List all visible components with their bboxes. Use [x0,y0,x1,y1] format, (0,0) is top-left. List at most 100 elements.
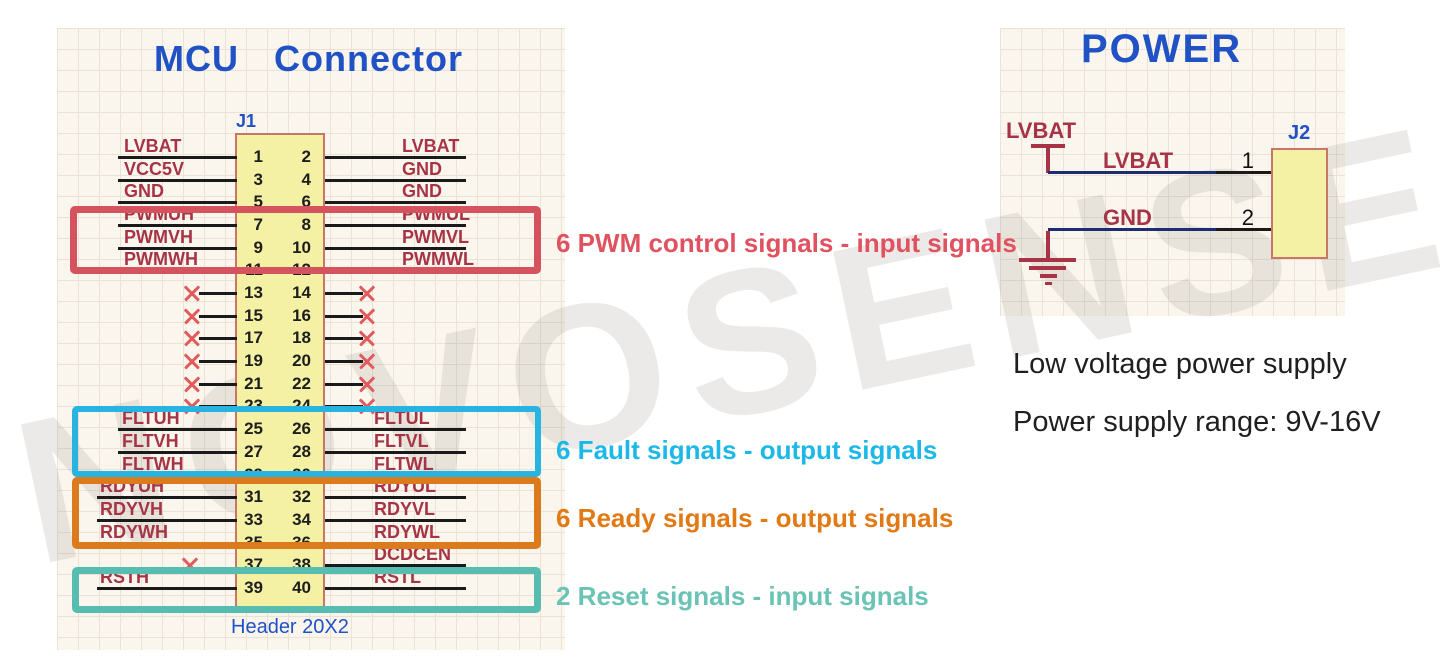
wire-left-pin-27 [118,451,237,454]
wire-left-pin-3 [118,179,237,182]
wire-right-pin-4 [325,179,466,182]
j2-refdes: J2 [1288,122,1311,144]
wire-left-pin-25 [118,428,237,431]
net-label-fltuh: FLTUH [122,408,180,428]
net-label-lvbat: LVBAT [1103,148,1174,173]
wire-left-pin-5 [118,201,237,204]
net-label-vcc5v: VCC5V [124,159,185,179]
net-label-rdywl: RDYWL [374,522,440,542]
net-label-pwmvh: PWMVH [124,227,193,247]
pin-number-10: 10 [292,238,311,257]
pin-number-40: 40 [292,578,311,597]
lvbat-port-stem [1046,146,1050,173]
pin-number-13: 13 [244,283,263,302]
pin-number-31: 31 [244,487,263,506]
wire-right-pin-38 [325,564,466,567]
pin-number-18: 18 [292,328,311,347]
no-connect-x-icon [358,375,376,393]
net-label-gnd: GND [402,181,442,201]
nc-stub-left-pin-17 [199,337,237,340]
pin-number-16: 16 [292,306,311,325]
net-label-gnd: GND [1103,205,1152,230]
wire-lvbat-pin-stub [1216,171,1272,174]
ground-stem [1046,231,1050,259]
group-annotation-reset: 2 Reset signals - input signals [556,581,929,611]
nc-stub-right-pin-14 [325,292,363,295]
pin-number-1: 1 [253,147,263,166]
wire-left-pin-9 [118,247,237,250]
group-box-fault [72,406,541,477]
no-connect-x-icon [183,307,201,325]
power-note-line2: Power supply range: 9V-16V [1013,406,1381,438]
net-label-rdyvl: RDYVL [374,499,436,519]
net-label-rdywh: RDYWH [100,522,168,542]
pin-number-14: 14 [292,283,311,302]
j2-pin-1-number: 1 [1241,148,1254,173]
net-label-fltvl: FLTVL [374,431,429,451]
pin-number-9: 9 [253,238,263,257]
wire-left-pin-39 [97,587,237,590]
pin-number-4: 4 [301,170,311,189]
wire-right-pin-10 [325,247,466,250]
pin-number-27: 27 [244,442,263,461]
no-connect-x-icon [358,284,376,302]
ground-bar-2 [1029,266,1066,270]
pin-number-6: 6 [301,192,311,211]
no-connect-x-icon [183,375,201,393]
no-connect-x-icon [358,329,376,347]
nc-stub-right-pin-22 [325,383,363,386]
pin-number-32: 32 [292,487,311,506]
no-connect-x-icon [183,352,201,370]
pin-number-39: 39 [244,578,263,597]
nc-stub-right-pin-16 [325,315,363,318]
nc-stub-left-pin-13 [199,292,237,295]
net-label-lvbat: LVBAT [402,136,460,156]
pin-number-5: 5 [253,192,263,211]
wire-lvbat-net [1048,171,1216,174]
group-box-ready [72,477,541,549]
wire-left-pin-1 [118,156,237,159]
net-label-fltwl: FLTWL [374,454,434,474]
pin-number-21: 21 [244,374,263,393]
nc-stub-right-pin-18 [325,337,363,340]
wire-left-pin-7 [118,224,237,227]
net-label-fltvh: FLTVH [122,431,179,451]
pin-number-20: 20 [292,351,311,370]
pin-number-25: 25 [244,419,263,438]
wire-right-pin-40 [325,587,466,590]
net-label-gnd: GND [402,159,442,179]
wire-right-pin-26 [325,428,466,431]
no-connect-x-icon [358,352,376,370]
group-box-reset [72,567,541,613]
pin-number-22: 22 [292,374,311,393]
net-label-lvbat: LVBAT [124,136,182,156]
pin-number-15: 15 [244,306,263,325]
pin-number-28: 28 [292,442,311,461]
wire-right-pin-8 [325,224,466,227]
net-label-pwmwl: PWMWL [402,249,474,269]
net-label-rdyvh: RDYVH [100,499,164,519]
wire-left-pin-31 [97,496,237,499]
pin-number-26: 26 [292,419,311,438]
wire-right-pin-34 [325,519,466,522]
wire-right-pin-32 [325,496,466,499]
pin-number-3: 3 [253,170,263,189]
wire-right-pin-2 [325,156,466,159]
pin-number-8: 8 [301,215,311,234]
nc-stub-right-pin-20 [325,360,363,363]
nc-stub-left-pin-19 [199,360,237,363]
wire-right-pin-28 [325,451,466,454]
j2-connector-body [1271,148,1328,259]
pin-number-2: 2 [301,147,311,166]
ground-bar-3 [1040,274,1057,278]
net-label-pwmvl: PWMVL [402,227,469,247]
nc-stub-left-pin-15 [199,315,237,318]
j1-footprint-label: Header 20X2 [231,616,349,638]
net-label-fltwh: FLTWH [122,454,184,474]
j1-refdes: J1 [236,111,257,131]
group-annotation-ready: 6 Ready signals - output signals [556,503,954,533]
pin-number-34: 34 [292,510,311,529]
net-label-pwmwh: PWMWH [124,249,198,269]
lvbat-power-port-label: LVBAT [1006,118,1077,143]
no-connect-x-icon [183,284,201,302]
